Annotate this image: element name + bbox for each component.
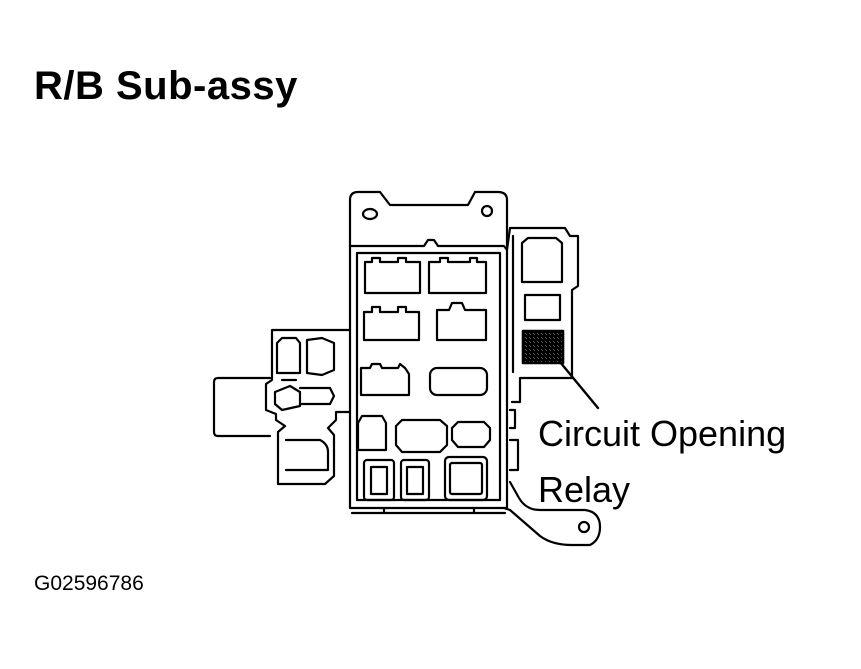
relay-socket bbox=[307, 338, 334, 375]
relay-socket bbox=[430, 368, 487, 395]
relay-socket bbox=[277, 338, 300, 373]
relay-socket bbox=[525, 295, 560, 320]
fuse-slot-inner bbox=[407, 467, 423, 494]
bottom-mounting-tab bbox=[504, 482, 600, 545]
relay-socket bbox=[429, 258, 486, 293]
fuse-slot bbox=[445, 457, 487, 500]
relay-socket bbox=[522, 238, 562, 282]
fuse-slot-inner bbox=[450, 463, 482, 494]
relay-socket bbox=[365, 258, 420, 293]
relay-socket bbox=[361, 364, 409, 395]
fuse-slot bbox=[401, 460, 429, 500]
callout-label-line2: Relay bbox=[538, 469, 631, 510]
fuse-slot-inner bbox=[371, 467, 387, 494]
right-side-module bbox=[507, 228, 578, 402]
bottom-mounting-hole bbox=[579, 522, 589, 532]
left-side-module bbox=[266, 330, 350, 484]
housing-inner bbox=[357, 253, 500, 500]
mounting-hole-left bbox=[363, 209, 377, 219]
mounting-flange bbox=[350, 192, 507, 246]
relay-socket bbox=[364, 307, 419, 340]
relay-socket bbox=[358, 416, 386, 450]
callout-leader-line bbox=[560, 362, 598, 408]
mounting-hole-right bbox=[482, 206, 492, 216]
diagram-title: R/B Sub-assy bbox=[34, 64, 298, 108]
callout-label-line1: Circuit Opening bbox=[538, 413, 787, 454]
relay-socket bbox=[396, 420, 447, 452]
main-housing bbox=[350, 240, 507, 508]
figure-code: G02596786 bbox=[34, 572, 144, 595]
fuse-slot bbox=[364, 460, 394, 500]
relay-socket bbox=[437, 303, 486, 340]
circuit-opening-relay-position bbox=[523, 331, 563, 363]
relay-socket bbox=[452, 422, 490, 447]
left-connector bbox=[214, 378, 270, 436]
